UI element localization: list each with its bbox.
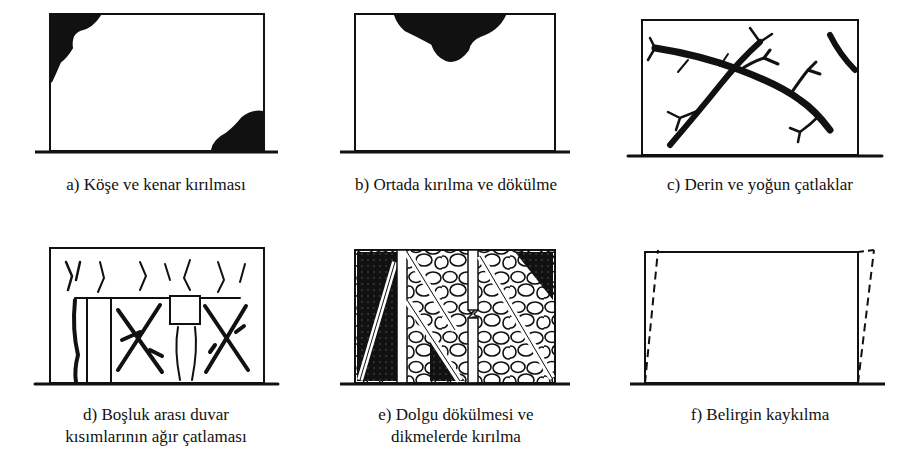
figure-caption: b) Ortada kırılma ve dökülme (306, 174, 606, 196)
panel-d (35, 248, 278, 384)
figure-caption: c) Derin ve yoğun çatlaklar (620, 174, 900, 196)
figure-caption: a) Köşe ve kenar kırılması (6, 174, 306, 196)
figure-caption: d) Boşluk arası duvar kısımlarının ağır … (49, 404, 264, 448)
figure-caption: f) Belirgin kaykılma (620, 404, 900, 426)
figure-caption: e) Dolgu dökülmesi ve dikmelerde kırılma (349, 404, 564, 448)
panel-b (340, 14, 570, 152)
panel-f (630, 250, 885, 384)
panel-e (340, 250, 570, 384)
panel-c (628, 20, 882, 156)
panel-a (35, 14, 278, 152)
